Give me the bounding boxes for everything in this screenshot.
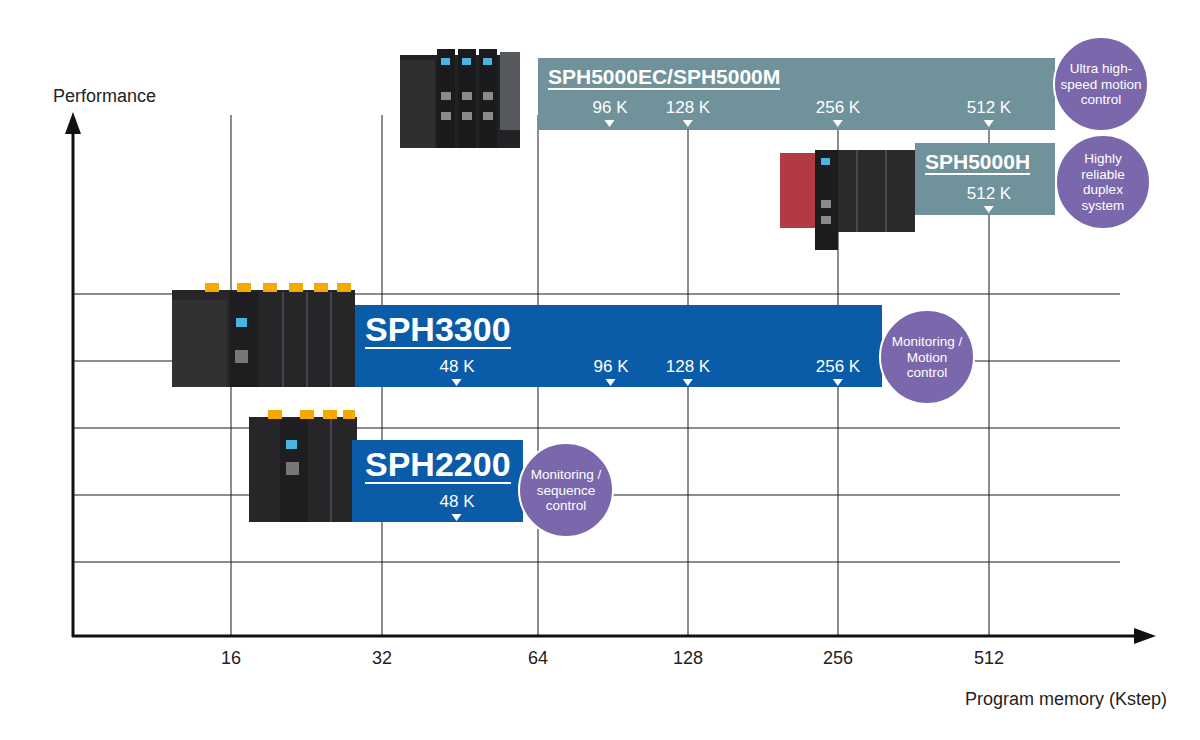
axis-title: Performance [53, 86, 156, 107]
memory-capacity: 96 K [593, 99, 628, 118]
device-indicator [286, 440, 297, 449]
y-axis [72, 128, 75, 637]
axis-tick-label: 256 [823, 648, 853, 669]
memory-capacity: 128 K [666, 358, 710, 377]
device-port [286, 462, 299, 475]
device-body [826, 150, 915, 232]
device-indicator [821, 158, 830, 165]
device-port [462, 112, 472, 120]
memory-capacity: 256 K [816, 358, 860, 377]
feature-circle: Highly reliable duplex system [1054, 133, 1152, 231]
circle-fill [880, 310, 974, 404]
device-port [441, 112, 451, 120]
device-cap [237, 283, 251, 292]
axis-tick-label: 64 [528, 648, 548, 669]
feature-text: Highly reliable duplex system [1061, 151, 1145, 213]
device-indicator [483, 58, 492, 65]
device-cap [323, 410, 337, 419]
device-module [479, 49, 497, 148]
memory-capacity: 512 K [967, 99, 1011, 118]
memory-capacity: 96 K [594, 358, 629, 377]
product-band: SPH5000EC/SPH5000M 96 K 128 K 256 K 512 K [538, 58, 1055, 130]
device-module [230, 292, 258, 387]
device-cap [343, 410, 355, 419]
memory-capacity: 48 K [440, 493, 475, 512]
circle-fill [1054, 37, 1148, 131]
device-module [815, 150, 838, 250]
axes [65, 112, 1156, 644]
device-body [172, 290, 355, 387]
device-cap [205, 283, 219, 292]
memory-capacity: 128 K [666, 99, 710, 118]
axis-tick-label: 32 [372, 648, 392, 669]
device-port [441, 92, 451, 100]
feature-text: Monitoring / Motion control [885, 334, 969, 381]
memory-capacity: 48 K [440, 358, 475, 377]
axis-arrowhead [65, 112, 81, 134]
device-module [280, 419, 308, 522]
device-port [483, 112, 493, 120]
product-name: SPH3300 [365, 312, 511, 349]
device-seam [856, 150, 858, 232]
axis-tick-label: 128 [673, 648, 703, 669]
device-seam [330, 419, 332, 522]
x-axis [72, 635, 1138, 638]
grid-line [73, 562, 1120, 563]
device-indicator [236, 318, 247, 327]
device-seam [330, 292, 332, 387]
device-module [458, 49, 476, 148]
device-module [172, 300, 227, 387]
product-name: SPH5000EC/SPH5000M [548, 66, 780, 90]
device-cap [289, 283, 303, 292]
feature-circle: Monitoring / sequence control [517, 441, 615, 539]
device-port [235, 350, 248, 363]
device-port [821, 200, 831, 208]
product-band: SPH2200 48 K [352, 440, 523, 522]
feature-text: Monitoring / sequence control [524, 467, 608, 514]
device-cap [268, 410, 282, 419]
product-band: SPH3300 48 K 96 K 128 K 256 K [355, 305, 882, 387]
axis-tick-label: 512 [974, 648, 1004, 669]
device-module [500, 52, 520, 130]
device-body [249, 417, 357, 522]
axis-title: Program memory (Kstep) [965, 689, 1167, 710]
device-port [483, 92, 493, 100]
grid-line [73, 428, 1120, 429]
sph5000-device [400, 49, 520, 148]
product-name: SPH2200 [365, 447, 511, 484]
memory-capacity: 256 K [816, 99, 860, 118]
device-cap [300, 410, 314, 419]
device-module [437, 49, 455, 148]
circle-fill [1056, 135, 1150, 229]
device-cap [337, 283, 351, 292]
device-cap [314, 283, 328, 292]
device-cap [263, 283, 277, 292]
device-seam [885, 150, 887, 232]
feature-circle: Monitoring / Motion control [878, 308, 976, 406]
product-name: SPH5000H [925, 151, 1030, 175]
grid-lines [73, 115, 1120, 636]
product-band: SPH5000H 512 K [915, 143, 1055, 215]
device-module [400, 60, 435, 148]
device-seam [282, 292, 284, 387]
memory-capacity: 512 K [967, 185, 1011, 204]
sph3300-device [172, 283, 355, 387]
device-indicator [441, 58, 450, 65]
sph5000h-device [780, 150, 915, 250]
device-indicator [462, 58, 471, 65]
device-port [821, 216, 831, 224]
device-seam [306, 292, 308, 387]
circle-fill [519, 443, 613, 537]
axis-arrowhead [1134, 628, 1156, 644]
feature-text: Ultra high-speed motion control [1059, 61, 1143, 108]
axis-tick-label: 16 [221, 648, 241, 669]
sph2200-device [249, 410, 357, 522]
feature-circle: Ultra high-speed motion control [1052, 35, 1150, 133]
device-port [462, 92, 472, 100]
